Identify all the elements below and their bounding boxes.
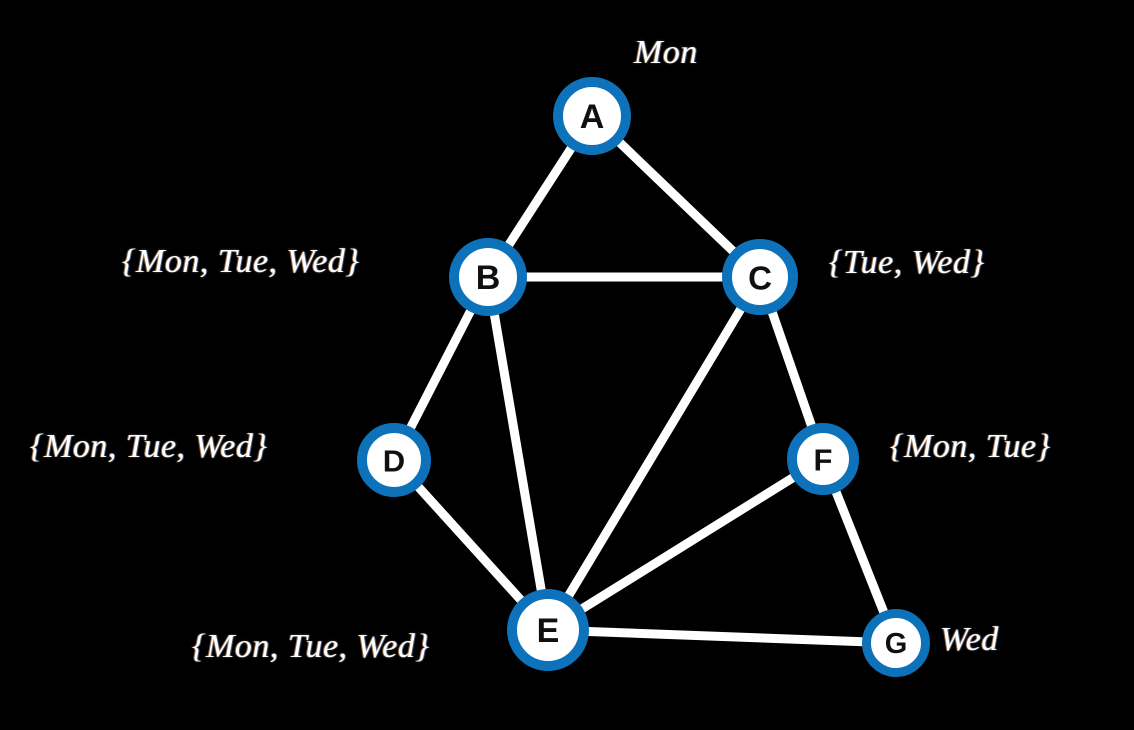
- node-circle-a: [553, 77, 631, 155]
- domain-label-c: {Tue, Wed}: [829, 244, 985, 281]
- node-circle-f: [787, 423, 859, 495]
- domain-label-d: {Mon, Tue, Wed}: [30, 428, 268, 465]
- domain-label-b: {Mon, Tue, Wed}: [122, 243, 360, 280]
- node-layer: A B C D E F G: [357, 77, 930, 677]
- node-circle-e: [507, 589, 589, 671]
- node-d[interactable]: D: [357, 423, 431, 497]
- node-a[interactable]: A: [553, 77, 631, 155]
- node-letter-b: B: [476, 259, 501, 297]
- domain-label-e: {Mon, Tue, Wed}: [192, 628, 430, 665]
- node-circle-b: [449, 238, 527, 316]
- node-letter-a: A: [580, 98, 605, 136]
- node-circle-g: [862, 609, 930, 677]
- node-circle-c: [722, 239, 798, 315]
- node-c[interactable]: C: [722, 239, 798, 315]
- domain-label-a: Mon: [634, 34, 698, 71]
- node-letter-e: E: [537, 612, 560, 650]
- node-b[interactable]: B: [449, 238, 527, 316]
- node-f[interactable]: F: [787, 423, 859, 495]
- edge-e-f: [543, 454, 828, 635]
- edge-c-e: [543, 272, 765, 635]
- edge-e-g: [543, 625, 901, 648]
- node-e[interactable]: E: [507, 589, 589, 671]
- node-letter-d: D: [383, 444, 405, 479]
- node-g[interactable]: G: [862, 609, 930, 677]
- node-letter-f: F: [814, 443, 833, 478]
- node-letter-c: C: [748, 260, 772, 297]
- domain-label-g: Wed: [940, 621, 999, 658]
- node-circle-d: [357, 423, 431, 497]
- edge-layer: [389, 111, 901, 648]
- domain-label-f: {Mon, Tue}: [890, 428, 1051, 465]
- edge-b-e: [483, 272, 553, 635]
- node-letter-g: G: [885, 628, 908, 660]
